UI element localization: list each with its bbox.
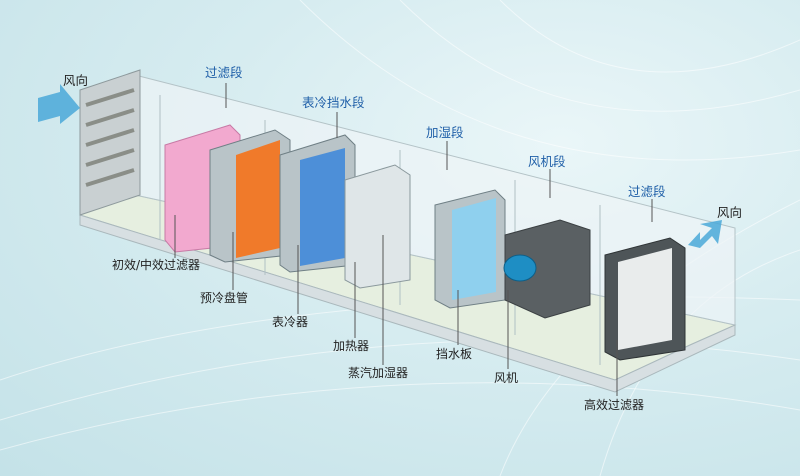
fan-housing — [504, 219, 591, 319]
section-label-fan: 风机段 — [528, 154, 566, 169]
heater — [344, 164, 411, 289]
component-label-cooling-coil: 表冷器 — [272, 315, 309, 329]
component-label-eliminator: 挡水板 — [436, 347, 473, 361]
airflow-out-arrow-icon — [688, 220, 722, 248]
airflow-in-arrow-icon — [38, 84, 80, 124]
component-label-fan: 风机 — [494, 371, 519, 385]
section-label-final-filter: 过滤段 — [628, 184, 666, 199]
component-label-precool-coil: 预冷盘管 — [200, 291, 249, 305]
inlet-damper — [79, 69, 141, 216]
component-label-steam-humidifier: 蒸汽加湿器 — [348, 366, 409, 380]
component-label-primary-filter: 初效/中效过滤器 — [112, 258, 201, 272]
component-label-hepa-filter: 高效过滤器 — [584, 398, 645, 412]
leader-lines — [174, 83, 653, 396]
component-label-heater: 加热器 — [333, 339, 370, 353]
fan-motor — [503, 254, 537, 282]
section-label-cooling-eliminator: 表冷挡水段 — [302, 95, 365, 110]
airflow-out-label: 风向 — [717, 205, 743, 220]
airflow-in-label: 风向 — [63, 73, 89, 88]
section-label-humidifying: 加湿段 — [426, 125, 464, 140]
section-label-filter: 过滤段 — [205, 65, 243, 80]
unit-front-base — [79, 214, 736, 393]
